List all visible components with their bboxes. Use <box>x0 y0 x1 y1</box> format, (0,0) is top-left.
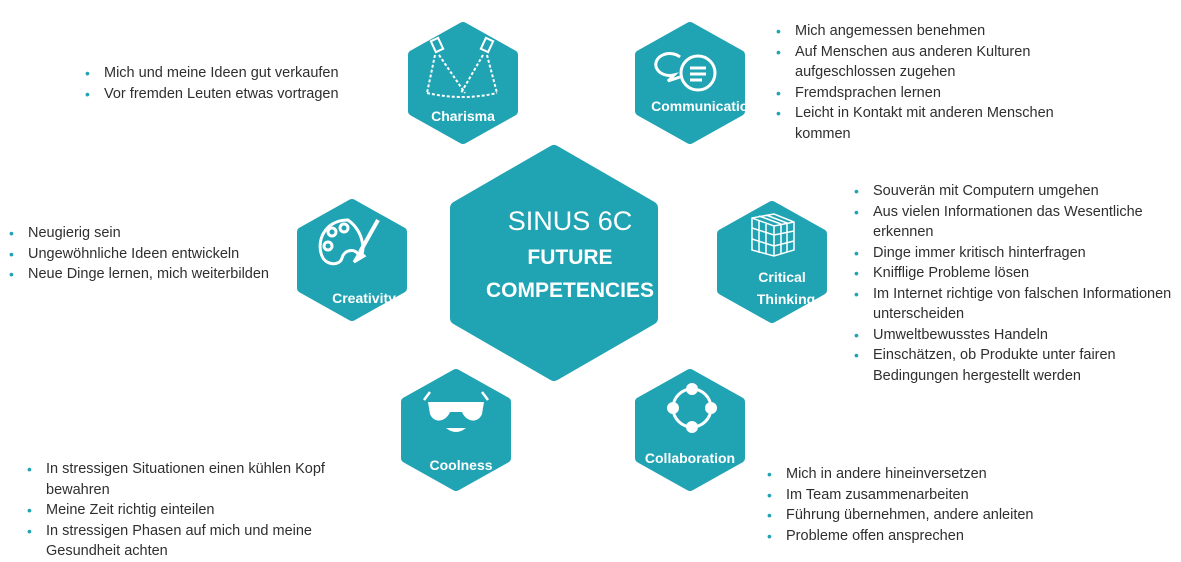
palette-brush-icon <box>318 218 380 266</box>
hexagon-critical-thinking: Critical Thinking <box>717 201 827 323</box>
hexagon-coolness-label: Coolness <box>429 457 492 473</box>
list-item: Leicht in Kontakt mit anderen Menschen k… <box>773 103 1103 144</box>
list-item: Neugierig sein <box>6 223 286 244</box>
list-item: In stressigen Phasen auf mich und meine … <box>24 521 369 562</box>
hexagon-charisma-label: Charisma <box>431 108 495 124</box>
list-item: Souverän mit Computern umgehen <box>851 181 1179 202</box>
coolness-list: In stressigen Situationen einen kühlen K… <box>24 459 369 562</box>
list-item: Im Internet richtige von falschen Inform… <box>851 284 1179 325</box>
list-item: Probleme offen ansprechen <box>764 526 1094 547</box>
list-item: Mich angemessen benehmen <box>773 21 1103 42</box>
speech-bubbles-icon <box>654 52 717 92</box>
spotlights-icon <box>426 36 498 98</box>
hexagon-communication-label: Communication <box>651 98 757 114</box>
list-item: Dinge immer kritisch hinterfragen <box>851 243 1179 264</box>
list-item: Mich und meine Ideen gut verkaufen <box>82 63 392 84</box>
communication-list: Mich angemessen benehmen Auf Menschen au… <box>773 21 1103 144</box>
list-item: Umweltbewusstes Handeln <box>851 325 1179 346</box>
hexagon-charisma: Charisma <box>408 22 518 144</box>
list-item: Neue Dinge lernen, mich weiterbilden <box>6 264 286 285</box>
center-subtitle-line1: FUTURE <box>527 246 612 269</box>
list-item: Einschätzen, ob Produkte unter fairen Be… <box>851 345 1179 386</box>
list-item: Knifflige Probleme lösen <box>851 263 1179 284</box>
list-item: In stressigen Situationen einen kühlen K… <box>24 459 369 500</box>
list-item: Aus vielen Informationen das Wesentliche… <box>851 202 1179 243</box>
hexagon-communication-shape <box>635 22 745 144</box>
list-item: Meine Zeit richtig einteilen <box>24 500 369 521</box>
list-item: Vor fremden Leuten etwas vortragen <box>82 84 392 105</box>
list-item: Führung übernehmen, andere anleiten <box>764 505 1094 526</box>
rubiks-cube-icon <box>751 213 795 257</box>
sunglasses-face-icon <box>423 391 489 432</box>
charisma-list: Mich und meine Ideen gut verkaufen Vor f… <box>82 63 392 104</box>
hexagon-coolness: Coolness <box>401 369 511 491</box>
list-item: Auf Menschen aus anderen Kulturen aufges… <box>773 42 1103 83</box>
list-item: Mich in andere hineinversetzen <box>764 464 1094 485</box>
hexagon-collaboration: Collaboration <box>635 369 745 491</box>
hexagon-creativity: Creativity <box>297 199 407 321</box>
creativity-list: Neugierig sein Ungewöhnliche Ideen entwi… <box>6 223 286 285</box>
collaboration-list: Mich in andere hineinversetzen Im Team z… <box>764 464 1094 546</box>
critical-thinking-list: Souverän mit Computern umgehen Aus viele… <box>851 181 1179 386</box>
center-hexagon-shape <box>450 145 658 381</box>
center-subtitle-line2: COMPETENCIES <box>486 279 654 302</box>
hexagon-critical-thinking-label-line2: Thinking <box>757 291 815 307</box>
hexagon-collaboration-label: Collaboration <box>645 450 735 466</box>
hexagon-critical-thinking-label-line1: Critical <box>758 269 805 285</box>
hexagon-creativity-label: Creativity <box>332 290 396 306</box>
hexagon-critical-thinking-shape <box>717 201 827 323</box>
list-item: Im Team zusammenarbeiten <box>764 485 1094 506</box>
center-hexagon: SINUS 6C FUTURE COMPETENCIES <box>450 145 658 381</box>
connected-circle-icon <box>667 383 717 433</box>
center-title: SINUS 6C <box>508 206 633 236</box>
hexagon-communication: Communication <box>635 22 757 144</box>
list-item: Fremdsprachen lernen <box>773 83 1103 104</box>
list-item: Ungewöhnliche Ideen entwickeln <box>6 244 286 265</box>
